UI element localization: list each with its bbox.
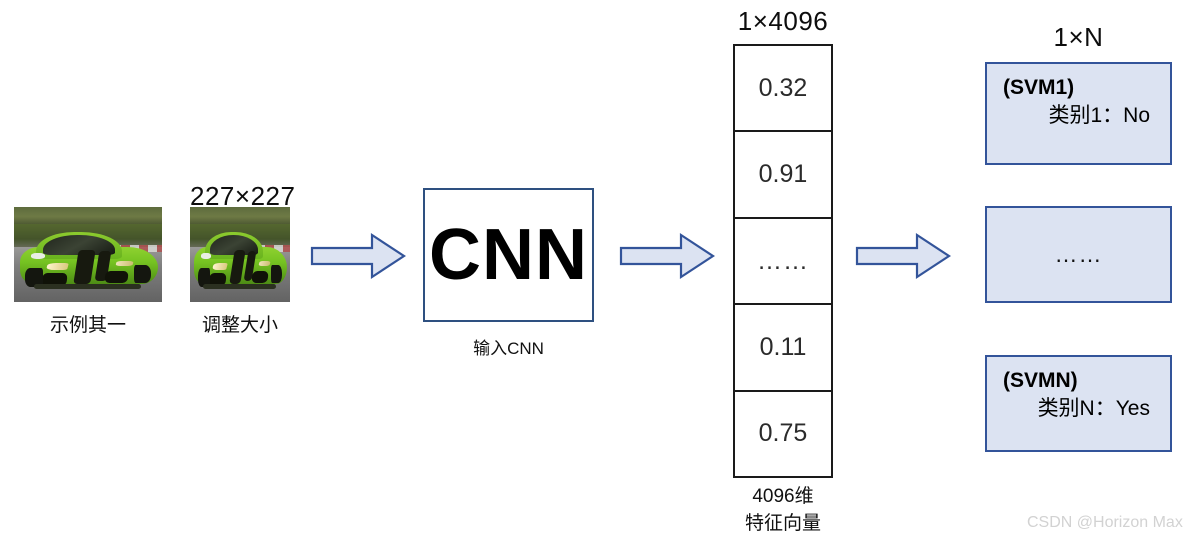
arrow-image-to-cnn-icon xyxy=(310,232,406,280)
green-sports-car xyxy=(194,231,287,292)
svm-box-ellipsis-text: …… xyxy=(1054,241,1103,267)
car-air-intake-right xyxy=(251,271,269,284)
svm-box-ellipsis[interactable]: …… xyxy=(985,206,1172,303)
car-air-intake-right xyxy=(104,271,130,284)
car-front-splitter xyxy=(33,283,141,290)
cnn-label: CNN xyxy=(429,215,588,295)
car-front-splitter xyxy=(203,283,276,290)
car-headlight-left xyxy=(46,262,69,270)
car-mirror xyxy=(30,253,45,260)
svm-box-last[interactable]: (SVMN) 类别N：Yes xyxy=(985,355,1172,452)
feature-vector-cell-ellipsis: …… xyxy=(735,219,831,306)
photo-sky xyxy=(190,207,290,228)
original-image-caption: 示例其一 xyxy=(49,315,126,336)
feature-vector-cell: 0.32 xyxy=(735,46,831,133)
cnn-box: CNN xyxy=(423,188,594,322)
car-wheel-left xyxy=(197,267,210,287)
resized-image-caption: 调整大小 xyxy=(201,315,278,336)
car-headlight-right xyxy=(115,261,134,267)
svm-box-result: 类别N：Yes xyxy=(1037,397,1150,421)
arrow-vector-to-svm-icon xyxy=(855,232,951,280)
car-headlight-left xyxy=(211,262,228,270)
feature-vector-cell: 0.75 xyxy=(758,419,808,448)
car-wheel-right xyxy=(134,264,151,283)
cnn-caption: 输入CNN xyxy=(473,339,544,358)
feature-vector-caption-line1: 4096维 xyxy=(752,486,814,507)
car-mirror xyxy=(201,253,211,260)
car-wheel-right xyxy=(271,264,283,283)
feature-vector-cell: 0.11 xyxy=(735,305,831,392)
svm-box-title: (SVM1) xyxy=(1003,76,1075,99)
svm-box-title: (SVMN) xyxy=(1003,369,1078,392)
green-sports-car xyxy=(19,231,158,292)
feature-vector-cell: 0.91 xyxy=(735,132,831,219)
car-wheel-left xyxy=(25,267,44,287)
feature-vector-size-label: 1×4096 xyxy=(737,6,829,36)
feature-vector-column: 0.32 0.91 …… 0.11 0.75 xyxy=(733,44,833,478)
svm-box-first[interactable]: (SVM1) 类别1：No xyxy=(985,62,1172,165)
resized-size-label: 227×227 xyxy=(190,181,296,211)
car-windshield xyxy=(43,235,115,255)
svm-size-label: 1×N xyxy=(1053,22,1104,52)
watermark: CSDN @Horizon Max xyxy=(1027,514,1183,531)
arrow-cnn-to-vector-icon xyxy=(619,232,715,280)
svm-box-result: 类别1：No xyxy=(1048,104,1150,128)
car-windshield xyxy=(209,235,259,255)
photo-sky xyxy=(14,207,162,228)
original-image-thumbnail xyxy=(14,207,162,302)
resized-image-thumbnail xyxy=(190,207,290,302)
feature-vector-caption-line2: 特征向量 xyxy=(744,513,821,534)
